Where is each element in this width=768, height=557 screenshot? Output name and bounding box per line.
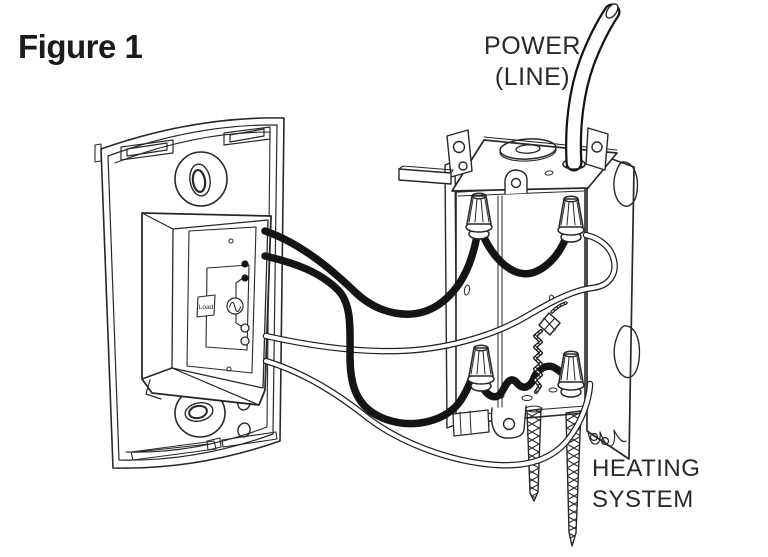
- heating-label-line1: HEATING: [592, 455, 701, 482]
- black-wires: [261, 224, 574, 428]
- white-wire-bottom: [262, 357, 594, 469]
- armored-cable-right: [565, 410, 582, 547]
- load-box: [196, 294, 216, 318]
- wire-nut-lower-right: [557, 350, 585, 398]
- cable-clamp-bracket: [504, 169, 528, 195]
- black-squiggle-wire: [474, 362, 574, 401]
- black-jumper-loop: [476, 224, 572, 278]
- line-terminal-dots: [241, 260, 249, 282]
- white-wires: [262, 231, 618, 469]
- flange-bottom-scallops: [587, 429, 627, 447]
- knockout-disc: [499, 138, 557, 162]
- thermostat-module: Load: [141, 212, 272, 406]
- figure-title: Figure 1: [18, 28, 143, 65]
- power-label-line1: POWER: [484, 32, 581, 60]
- clip-slot-left: [120, 139, 174, 161]
- armored-cable-left: [525, 405, 543, 502]
- ground-screw: [538, 312, 561, 336]
- mounting-ear-right: [585, 127, 609, 171]
- keyhole-slot-top: [174, 151, 228, 207]
- load-terminal-circles: [240, 323, 250, 346]
- load-label: Load: [199, 304, 214, 311]
- bottom-cable-clamp: [452, 409, 490, 437]
- wire-nuts: [465, 192, 585, 398]
- black-wire-lower: [261, 252, 478, 428]
- ground-connection: [533, 301, 568, 394]
- module-schematic: [196, 260, 250, 351]
- wire-nut-lower-left: [467, 344, 495, 392]
- power-line-label: POWER (LINE): [455, 31, 610, 93]
- heating-label-line2: SYSTEM: [592, 486, 694, 513]
- white-wire-top: [262, 231, 618, 355]
- heating-system-label: HEATING SYSTEM: [592, 453, 762, 515]
- bracket-bar: [398, 165, 454, 185]
- bottom-mounting-bracket: [490, 405, 527, 439]
- clip-slot-right: [223, 126, 271, 146]
- black-wire-upper: [261, 227, 481, 318]
- power-label-line2: (LINE): [494, 63, 571, 91]
- wire-nut-upper-right: [557, 195, 585, 243]
- bottom-snap-slots: [130, 431, 278, 461]
- mounting-ear-left: [446, 129, 473, 178]
- wire-nut-upper-left: [465, 192, 493, 240]
- power-line-cable: [562, 3, 621, 172]
- ac-source-icon: [226, 297, 244, 315]
- box-side-flange: [586, 149, 641, 460]
